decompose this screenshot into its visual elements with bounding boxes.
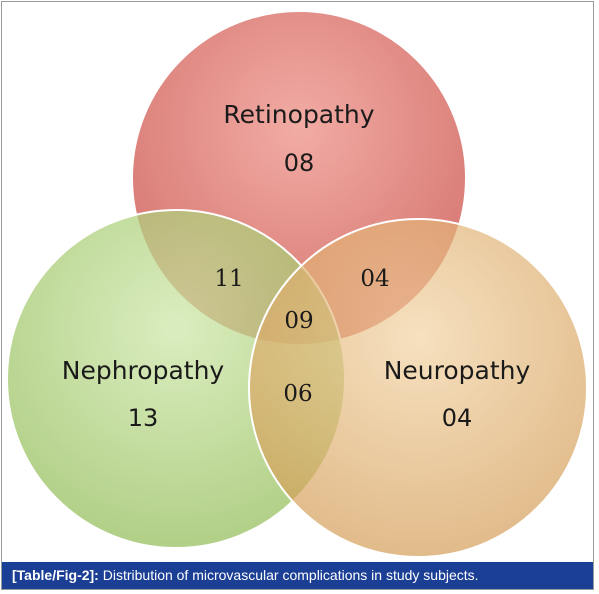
all-three-count: 09 (284, 308, 313, 334)
caption-label: [Table/Fig-2]: (12, 567, 99, 583)
figure-caption: [Table/Fig-2]: Distribution of microvasc… (2, 562, 593, 589)
retinopathy-neuropathy-count: 04 (360, 266, 389, 292)
retinopathy-count: 08 (284, 149, 315, 177)
nephropathy-count: 13 (128, 404, 159, 432)
caption-text: Distribution of microvascular complicati… (98, 567, 479, 583)
retinopathy-label: Retinopathy (223, 100, 374, 129)
nephropathy-neuropathy-count: 06 (283, 381, 312, 407)
nephropathy-label: Nephropathy (62, 356, 225, 385)
neuropathy-circle (248, 218, 588, 558)
neuropathy-label: Neuropathy (384, 356, 531, 385)
retinopathy-nephropathy-count: 11 (214, 266, 243, 292)
neuropathy-count: 04 (442, 404, 473, 432)
venn-diagram: Retinopathy 08 Nephropathy 13 Neuropathy… (6, 10, 588, 558)
